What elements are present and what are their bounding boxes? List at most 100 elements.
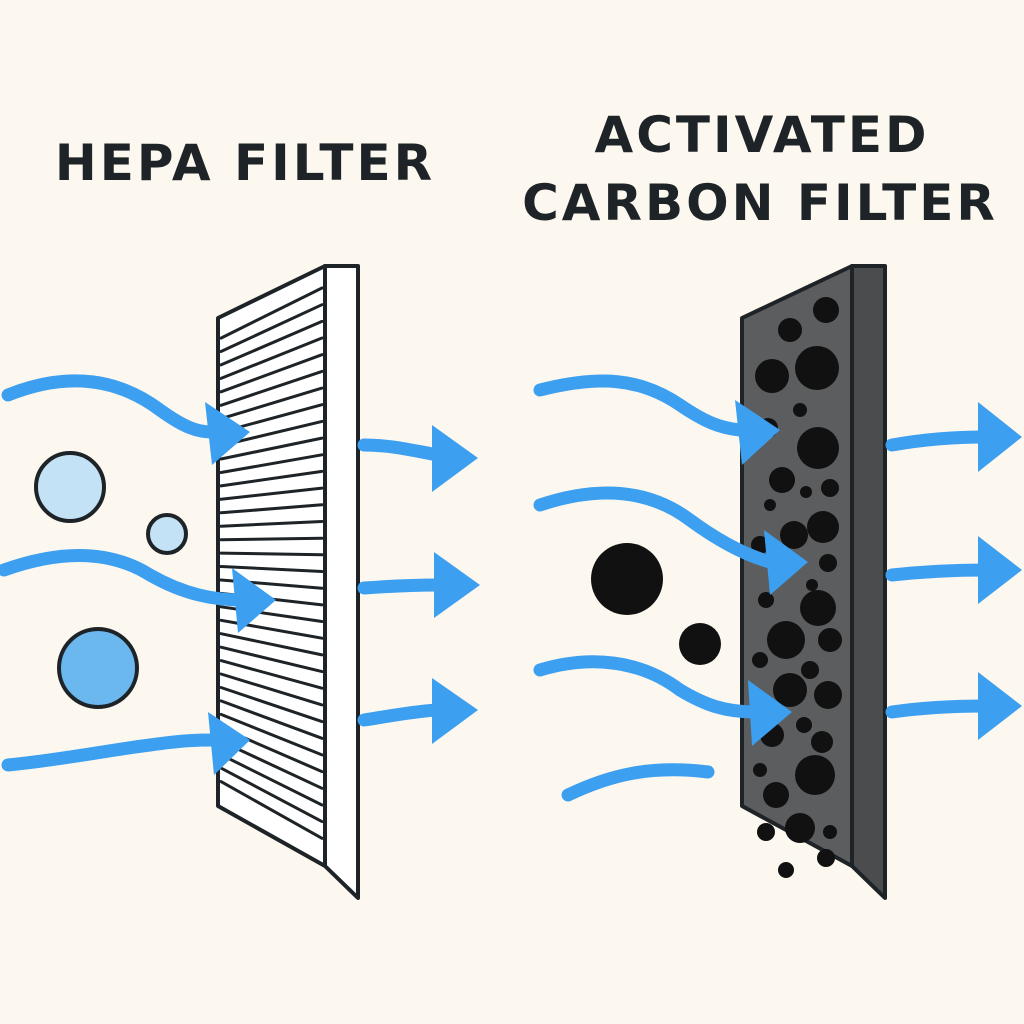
pleat-line xyxy=(219,565,324,573)
odor-molecule xyxy=(591,543,663,615)
carbon-pore xyxy=(785,813,815,843)
pleat-line xyxy=(219,753,324,807)
airflow-arrow xyxy=(1,374,219,439)
airflow-arrow xyxy=(561,763,715,802)
pleat-line xyxy=(219,303,324,353)
pleat-line xyxy=(219,712,324,757)
particle xyxy=(146,513,188,555)
airflow-arrowhead xyxy=(735,400,780,465)
airflow-arrow xyxy=(885,430,992,452)
pleat-line xyxy=(219,645,324,674)
pleat-line xyxy=(219,780,324,840)
carbon-particles xyxy=(591,543,721,665)
airflow-arrow xyxy=(885,699,992,719)
airflow-arrow xyxy=(533,655,762,719)
carbon-pore xyxy=(801,661,819,679)
pleat-line xyxy=(219,699,324,740)
airflow-arrowhead xyxy=(978,402,1022,472)
airflow-arrowhead xyxy=(434,552,480,618)
airflow-arrow xyxy=(533,486,777,569)
pleat-line xyxy=(219,659,324,690)
carbon-pore xyxy=(764,499,776,511)
pleat-line xyxy=(219,436,324,461)
airflow-arrow xyxy=(0,549,249,607)
carbon-airflow-in xyxy=(533,374,777,802)
odor-molecule xyxy=(679,623,721,665)
pleat-line xyxy=(219,551,324,557)
hepa-airflow-in xyxy=(0,374,249,772)
airflow-arrowhead xyxy=(748,680,792,746)
airflow-arrowhead xyxy=(432,678,478,744)
airflow-arrow xyxy=(533,374,747,437)
carbon-pore xyxy=(811,731,833,753)
carbon-pore xyxy=(769,467,795,493)
carbon-pore xyxy=(817,849,835,867)
airflow-arrowhead xyxy=(208,712,250,775)
pleat-line xyxy=(219,336,324,380)
carbon-pore xyxy=(758,592,774,608)
carbon-pore xyxy=(818,628,842,652)
pleat-line xyxy=(219,486,324,501)
carbon-pore xyxy=(751,536,769,554)
airflow-arrowhead xyxy=(432,425,478,492)
airflow-arrowhead xyxy=(978,672,1022,740)
carbon-pore xyxy=(797,427,839,469)
carbon-title-line2: CARBON FILTER xyxy=(522,174,998,232)
pleat-line xyxy=(219,319,324,367)
carbon-pore xyxy=(767,621,805,659)
airflow-arrow xyxy=(1,733,222,772)
carbon-pore xyxy=(778,318,802,342)
carbon-pore xyxy=(800,486,812,498)
pleat-line xyxy=(219,369,324,407)
pleat-line xyxy=(219,766,324,824)
airflow-arrow xyxy=(357,438,445,462)
carbon-pore xyxy=(752,652,768,668)
airflow-arrowhead xyxy=(205,402,250,465)
carbon-airflow-out xyxy=(885,430,992,719)
airflow-arrowhead xyxy=(232,568,276,633)
airflow-arrow xyxy=(357,578,445,595)
hepa-filter-face xyxy=(216,264,327,868)
hepa-arrowheads-in xyxy=(205,402,276,775)
pleat-line xyxy=(219,632,324,657)
particle xyxy=(57,627,139,709)
carbon-pore xyxy=(763,782,789,808)
carbon-pore xyxy=(778,862,794,878)
carbon-pore xyxy=(823,825,837,839)
pleat-line xyxy=(219,503,324,515)
pleat-line xyxy=(219,386,324,421)
carbon-pore xyxy=(806,579,818,591)
carbon-filter-panel xyxy=(740,264,887,900)
airflow-arrow xyxy=(885,563,992,582)
carbon-pore xyxy=(793,403,807,417)
carbon-pore xyxy=(814,681,842,709)
carbon-pore xyxy=(819,554,837,572)
airflow-arrowhead xyxy=(764,530,808,595)
hepa-airflow-out xyxy=(357,438,445,727)
pleat-line xyxy=(219,353,324,394)
carbon-pore xyxy=(821,479,839,497)
particle xyxy=(34,451,106,523)
pleat-line xyxy=(219,286,324,340)
pleat-line xyxy=(219,672,324,707)
hepa-arrowheads-out xyxy=(432,425,480,744)
carbon-pore xyxy=(795,346,839,390)
carbon-pore xyxy=(796,717,812,733)
carbon-arrowheads-out xyxy=(978,402,1022,740)
carbon-pore xyxy=(755,359,789,393)
pleat-line xyxy=(219,453,324,474)
pleat-line xyxy=(219,536,324,542)
pleat-line xyxy=(219,469,324,488)
carbon-pore xyxy=(773,673,807,707)
carbon-pore xyxy=(807,511,839,543)
carbon-pore xyxy=(813,297,839,323)
pleat-line xyxy=(219,686,324,724)
carbon-pore xyxy=(795,755,835,795)
carbon-title-line1: ACTIVATED xyxy=(595,106,930,164)
carbon-pore xyxy=(757,823,775,841)
carbon-arrowheads-in xyxy=(735,400,808,746)
carbon-filter-side xyxy=(850,264,887,900)
airflow-arrow xyxy=(357,703,443,727)
